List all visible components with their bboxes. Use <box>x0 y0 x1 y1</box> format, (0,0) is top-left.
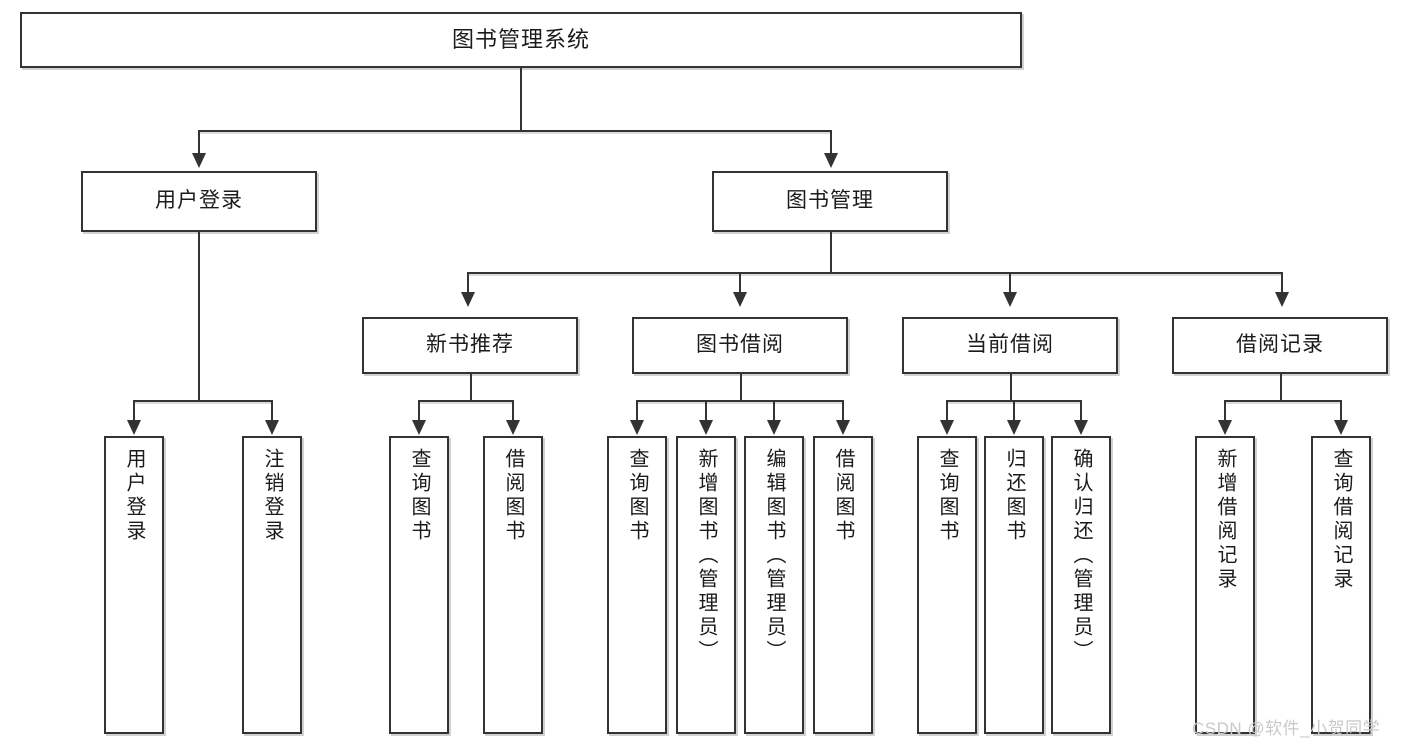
leaf-edit-book-label: 编辑图书（管理员） <box>763 448 785 664</box>
connector-br-bus <box>1224 400 1340 402</box>
connector-root-bus <box>198 130 832 132</box>
leaf-query-book-3-label: 查询图书 <box>936 448 958 544</box>
node-user-login[interactable]: 用户登录 <box>81 171 317 232</box>
leaf-borrow-book-1[interactable]: 借阅图书 <box>483 436 543 734</box>
connector-user-login-stem <box>198 232 200 400</box>
leaf-return-book[interactable]: 归还图书 <box>984 436 1044 734</box>
leaf-borrow-book-2[interactable]: 借阅图书 <box>813 436 873 734</box>
arrow-nbr-query-book <box>412 420 426 435</box>
leaf-return-book-label: 归还图书 <box>1003 448 1025 544</box>
leaf-user-login-label: 用户登录 <box>123 448 145 544</box>
connector-root-to-book-manage <box>830 130 832 155</box>
node-current-borrow[interactable]: 当前借阅 <box>902 317 1118 374</box>
node-book-manage[interactable]: 图书管理 <box>712 171 948 232</box>
arrow-bb-query-book <box>630 420 644 435</box>
connector-cb-1 <box>946 400 948 422</box>
connector-cb-stem <box>1010 374 1012 400</box>
node-book-borrow-label: 图书借阅 <box>696 333 784 357</box>
arrow-bb-borrow-book <box>836 420 850 435</box>
arrow-root-to-user-login <box>192 153 206 168</box>
connector-nbr-bus <box>418 400 512 402</box>
leaf-borrow-book-2-label: 借阅图书 <box>832 448 854 544</box>
connector-bm-to-current-borrow <box>1009 272 1011 294</box>
node-current-borrow-label: 当前借阅 <box>966 333 1054 357</box>
connector-book-manage-stem <box>830 232 832 272</box>
leaf-query-record[interactable]: 查询借阅记录 <box>1311 436 1371 734</box>
node-new-book-recommend-label: 新书推荐 <box>426 333 514 357</box>
arrow-cb-query-book <box>940 420 954 435</box>
connector-bb-4 <box>842 400 844 422</box>
connector-nbr-left <box>418 400 420 422</box>
connector-user-login-right <box>271 400 273 422</box>
node-book-borrow[interactable]: 图书借阅 <box>632 317 848 374</box>
connector-root-to-user-login <box>198 130 200 155</box>
node-root-label: 图书管理系统 <box>451 27 590 53</box>
connector-br-right <box>1340 400 1342 422</box>
arrow-bb-add-book <box>699 420 713 435</box>
leaf-user-login[interactable]: 用户登录 <box>104 436 164 734</box>
connector-cb-2 <box>1013 400 1015 422</box>
leaf-query-book-2-label: 查询图书 <box>626 448 648 544</box>
leaf-add-record[interactable]: 新增借阅记录 <box>1195 436 1255 734</box>
arrow-br-add-record <box>1218 420 1232 435</box>
leaf-query-book-1-label: 查询图书 <box>408 448 430 544</box>
connector-bb-1 <box>636 400 638 422</box>
leaf-user-logout[interactable]: 注销登录 <box>242 436 302 734</box>
node-book-manage-label: 图书管理 <box>786 189 874 213</box>
connector-bm-to-book-borrow <box>739 272 741 294</box>
connector-br-stem <box>1280 374 1282 400</box>
leaf-query-book-3[interactable]: 查询图书 <box>917 436 977 734</box>
connector-bb-bus <box>636 400 842 402</box>
arrow-bb-edit-book <box>767 420 781 435</box>
connector-user-login-bus <box>133 400 271 402</box>
node-user-login-label: 用户登录 <box>155 189 243 213</box>
connector-bb-2 <box>705 400 707 422</box>
leaf-add-book-label: 新增图书（管理员） <box>695 448 717 664</box>
arrow-cb-confirm-return <box>1074 420 1088 435</box>
leaf-query-record-label: 查询借阅记录 <box>1330 448 1352 592</box>
connector-user-login-left <box>133 400 135 422</box>
arrow-leaf-user-login <box>127 420 141 435</box>
leaf-confirm-return[interactable]: 确认归还（管理员） <box>1051 436 1111 734</box>
arrow-bm-to-borrow-record <box>1275 292 1289 307</box>
connector-nbr-right <box>512 400 514 422</box>
connector-nbr-stem <box>470 374 472 400</box>
node-borrow-record-label: 借阅记录 <box>1236 333 1324 357</box>
connector-bb-3 <box>773 400 775 422</box>
arrow-bm-to-current-borrow <box>1003 292 1017 307</box>
connector-bm-to-borrow-record <box>1281 272 1283 294</box>
leaf-query-book-1[interactable]: 查询图书 <box>389 436 449 734</box>
connector-br-left <box>1224 400 1226 422</box>
leaf-query-book-2[interactable]: 查询图书 <box>607 436 667 734</box>
connector-root-stem <box>520 68 522 130</box>
arrow-root-to-book-manage <box>824 153 838 168</box>
connector-bb-stem <box>740 374 742 400</box>
connector-book-manage-bus <box>467 272 1281 274</box>
node-borrow-record[interactable]: 借阅记录 <box>1172 317 1388 374</box>
node-root[interactable]: 图书管理系统 <box>20 12 1022 68</box>
node-new-book-recommend[interactable]: 新书推荐 <box>362 317 578 374</box>
arrow-bm-to-new-book <box>461 292 475 307</box>
leaf-confirm-return-label: 确认归还（管理员） <box>1070 448 1092 664</box>
connector-cb-3 <box>1080 400 1082 422</box>
arrow-bm-to-book-borrow <box>733 292 747 307</box>
arrow-leaf-user-logout <box>265 420 279 435</box>
arrow-nbr-borrow-book <box>506 420 520 435</box>
leaf-add-book[interactable]: 新增图书（管理员） <box>676 436 736 734</box>
leaf-edit-book[interactable]: 编辑图书（管理员） <box>744 436 804 734</box>
arrow-cb-return-book <box>1007 420 1021 435</box>
leaf-user-logout-label: 注销登录 <box>261 448 283 544</box>
arrow-br-query-record <box>1334 420 1348 435</box>
leaf-borrow-book-1-label: 借阅图书 <box>502 448 524 544</box>
connector-bm-to-new-book <box>467 272 469 294</box>
leaf-add-record-label: 新增借阅记录 <box>1214 448 1236 592</box>
